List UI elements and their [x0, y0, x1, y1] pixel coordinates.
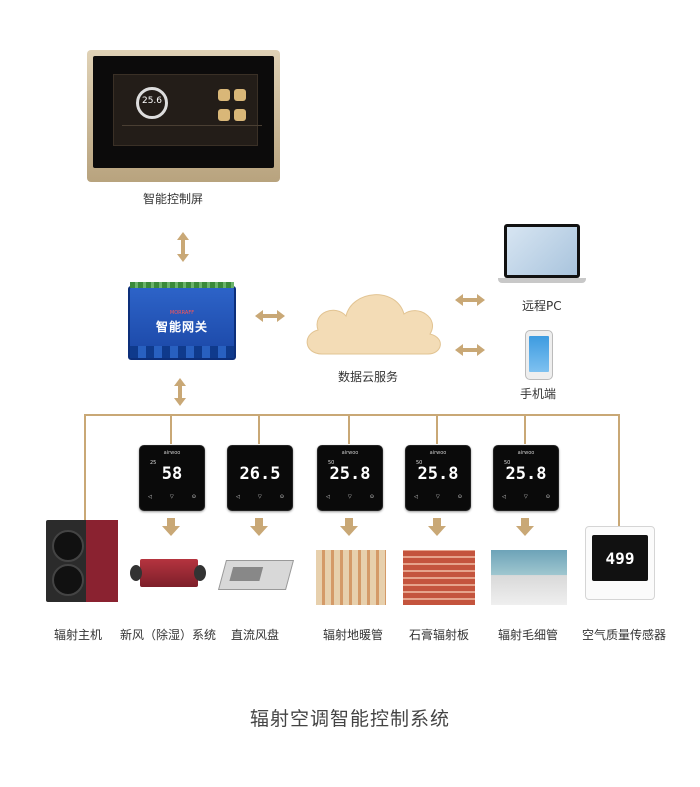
- leftright-arrow-icon: [255, 310, 285, 322]
- bus-drop-line: [618, 414, 620, 526]
- thermostat-brand: airwoo: [429, 450, 447, 456]
- screen-app-icon: [234, 109, 246, 121]
- phone-screen: [529, 336, 549, 372]
- fresh-air-unit: [130, 555, 206, 593]
- fan-coil-unit: [217, 560, 295, 590]
- bus-drop-line: [524, 414, 526, 444]
- heat-pump-side-panel: [86, 520, 118, 602]
- thermostat-temperature: 25.8: [329, 464, 371, 484]
- thermostat-panel: airwoo 50 25.8 ◁▽⊙: [317, 445, 383, 511]
- thermostat-setpoint: 50: [504, 460, 511, 466]
- laptop-screen: [504, 224, 580, 278]
- equipment-label: 石膏辐射板: [409, 628, 470, 642]
- thermostat-panel: 26.5 ◁▽⊙: [227, 445, 293, 511]
- fan-icon: [52, 564, 84, 596]
- gateway-wave-pattern: [130, 346, 234, 358]
- updown-arrow-icon: [177, 232, 189, 262]
- down-arrow-icon: [516, 518, 534, 536]
- screen-app-icon: [234, 89, 246, 101]
- gateway-device: MORRAFF 智能网关: [128, 282, 236, 360]
- control-screen-bezel: 25.6: [93, 56, 274, 168]
- thermostat-buttons: ◁▽⊙: [236, 494, 284, 500]
- diagram-title: 辐射空调智能控制系统: [249, 708, 450, 730]
- gateway-label: 智能网关: [155, 320, 208, 334]
- bus-drop-line: [436, 414, 438, 444]
- floor-heating-image: [316, 550, 386, 605]
- equipment-label: 空气质量传感器: [582, 628, 667, 642]
- duct-port: [130, 565, 142, 581]
- thermostat-temperature: 26.5: [239, 464, 281, 484]
- thermostat-buttons: ◁▽⊙: [414, 494, 462, 500]
- thermostat-buttons: ◁▽⊙: [148, 494, 196, 500]
- remote-pc-label: 远程PC: [522, 299, 562, 313]
- fan-icon: [52, 530, 84, 562]
- equipment-label: 直流风盘: [231, 628, 280, 642]
- thermostat-temperature: 58: [161, 464, 183, 484]
- bus-drop-line: [258, 414, 260, 444]
- down-arrow-icon: [340, 518, 358, 536]
- heat-pump-unit: [46, 520, 118, 602]
- duct-port: [194, 565, 206, 581]
- thermostat-buttons: ◁▽⊙: [326, 494, 374, 500]
- thermostat-brand: airwoo: [517, 450, 535, 456]
- cloud-icon: [306, 294, 441, 355]
- thermostat-setpoint: 50: [416, 460, 423, 466]
- screen-dial-icon: [136, 87, 168, 119]
- leftright-arrow-icon: [455, 294, 485, 306]
- leftright-arrow-icon: [455, 344, 485, 356]
- gateway-terminal-strip: [130, 282, 234, 288]
- updown-arrow-icon: [174, 378, 186, 406]
- thermostat-brand: airwoo: [163, 450, 181, 456]
- air-quality-sensor: 499: [585, 526, 655, 600]
- equipment-label: 辐射毛细管: [498, 628, 559, 642]
- screen-temperature: 25.6: [141, 96, 163, 106]
- laptop-map-display: [507, 227, 577, 275]
- phone-device: [525, 330, 553, 380]
- mobile-label: 手机端: [520, 387, 557, 401]
- equipment-label: 新风（除湿）系统: [120, 628, 217, 642]
- laptop-base: [498, 278, 586, 283]
- control-screen-label: 智能控制屏: [143, 192, 204, 206]
- bus-drop-line: [84, 414, 86, 520]
- thermostat-buttons: ◁▽⊙: [502, 494, 550, 500]
- sensor-value: 499: [605, 549, 635, 568]
- equipment-label: 辐射地暖管: [323, 628, 384, 642]
- control-screen-display: 25.6: [113, 74, 262, 146]
- gypsum-radiant-panel-image: [403, 550, 475, 605]
- screen-app-icon: [218, 89, 230, 101]
- bus-drop-line: [348, 414, 350, 444]
- screen-app-icon: [218, 109, 230, 121]
- fan-coil-grille: [229, 567, 264, 581]
- thermostat-panel: airwoo 25 58 ◁▽⊙: [139, 445, 205, 511]
- laptop-device: [498, 224, 586, 286]
- down-arrow-icon: [162, 518, 180, 536]
- thermostat-brand: airwoo: [341, 450, 359, 456]
- fresh-air-body: [140, 559, 198, 587]
- sensor-display: [592, 535, 648, 581]
- bus-drop-line: [170, 414, 172, 444]
- thermostat-temperature: 25.8: [417, 464, 459, 484]
- equipment-label: 辐射主机: [54, 628, 103, 642]
- gateway-brand: MORRAFF: [169, 310, 195, 316]
- capillary-image: [491, 550, 567, 605]
- thermostat-setpoint: 50: [328, 460, 335, 466]
- thermostat-setpoint: 25: [150, 460, 157, 466]
- down-arrow-icon: [250, 518, 268, 536]
- control-screen-device: 25.6: [87, 50, 280, 182]
- down-arrow-icon: [428, 518, 446, 536]
- cloud-label: 数据云服务: [338, 370, 399, 384]
- thermostat-temperature: 25.8: [505, 464, 547, 484]
- bus-line: [84, 414, 620, 416]
- screen-divider: [122, 125, 262, 126]
- thermostat-panel: airwoo 50 25.8 ◁▽⊙: [493, 445, 559, 511]
- thermostat-panel: airwoo 50 25.8 ◁▽⊙: [405, 445, 471, 511]
